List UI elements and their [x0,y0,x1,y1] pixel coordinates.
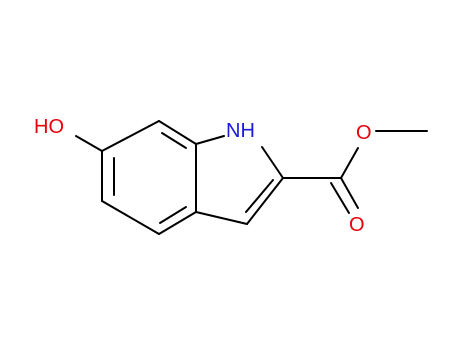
pyrrole-ring [195,135,284,225]
bond-c3-c3a [195,211,248,225]
bond-c3a-c4-inner [159,206,187,224]
bond-c7-c7a-inner [161,132,187,149]
bond-c2-c3 [246,177,284,225]
benzene-ring [101,120,197,235]
bond-n1-c2 [261,146,284,179]
hydroxyl-label: HO [34,116,64,138]
bond-c4-c5 [101,200,160,235]
bond-carbonyl-double-b [330,182,350,214]
ester-group [282,130,428,214]
bond-c7-c7a [158,120,197,145]
bond-c2-c3-inner [245,179,274,213]
bond-c6-oh [75,135,103,152]
bond-carbonyl-c-o [340,147,359,179]
bond-c3a-c4 [158,211,197,235]
bond-carbonyl-double-a [340,177,359,209]
nh-label: NH [226,120,255,142]
ester-oxygen-label: O [356,122,372,144]
bond-c6-c7 [101,120,160,152]
carbonyl-oxygen-label: O [349,214,365,236]
bond-c7a-n1 [195,135,225,145]
